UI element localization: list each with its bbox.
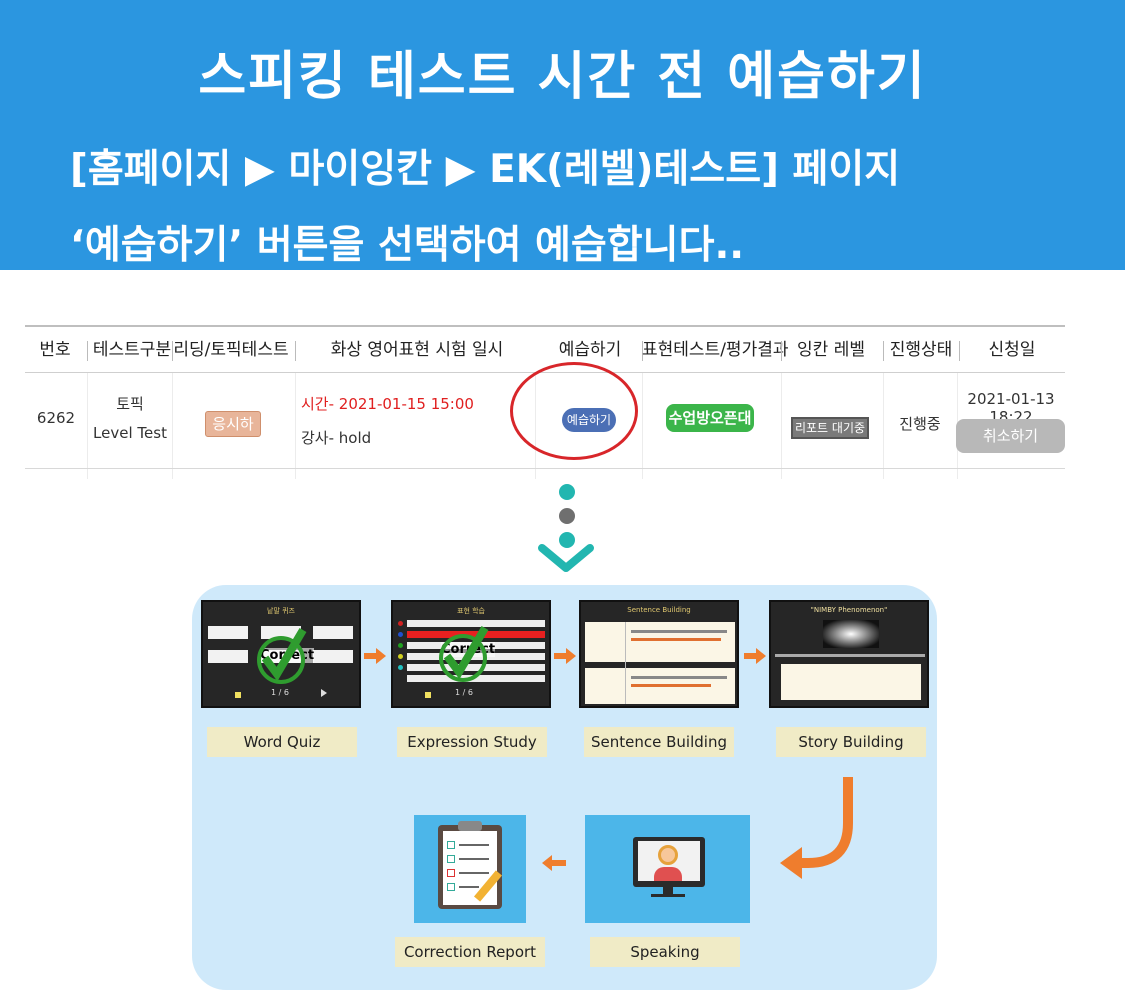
dot-indicator [559,508,575,524]
row-type-level-test: Level Test [93,424,167,442]
col-apply-date: 신청일 [988,340,1036,360]
checkmark-icon [439,625,489,682]
highlight-circle [510,362,638,460]
step-label-correction-report: Correction Report [395,937,545,967]
arrow-right-icon [364,653,378,659]
arrow-left-icon [542,855,552,871]
story-building-screenshot: "NIMBY Phenomenon" [769,600,929,708]
step-label-speaking: Speaking [590,937,740,967]
step-label-expression-study: Expression Study [397,727,547,757]
col-reading-topic: 리딩/토픽테스트 [173,340,289,360]
arrow-right-icon [566,648,576,664]
row-exam-time: 시간- 2021-01-15 15:00 [301,395,474,413]
curved-arrow-icon [780,777,853,879]
col-number: 번호 [39,340,71,360]
row-teacher: 강사- hold [301,429,372,447]
banner-title: 스피킹 테스트 시간 전 예습하기 [198,47,927,107]
col-exam-datetime: 화상 영어표현 시험 일시 [330,340,504,360]
dot-indicator [559,484,575,500]
arrow-right-icon [744,653,758,659]
step-label-sentence-building: Sentence Building [584,727,734,757]
checkmark-icon [257,627,307,684]
cancel-button[interactable]: 취소하기 [956,419,1065,453]
arrow-left-icon [552,860,566,866]
speaking-illustration [585,815,750,923]
report-waiting-button[interactable]: 리포트 대기중 [791,417,869,439]
row-status: 진행중 [899,415,941,433]
word-quiz-page: 1 / 6 [271,688,289,697]
step-label-story-building: Story Building [776,727,926,757]
take-test-button[interactable]: 응시하기 [205,411,261,457]
col-test-type: 테스트구분 [92,340,172,360]
expression-study-screenshot: 표현 학습 Correct 1 / 6 [391,600,551,708]
step-label-word-quiz: Word Quiz [207,727,357,757]
sentence-building-screenshot: Sentence Building [579,600,739,708]
word-quiz-screenshot: 낱말 퀴즈 Correct 1 / 6 [201,600,361,708]
header-banner: 스피킹 테스트 시간 전 예습하기 [홈페이지 ▶ 마이잉칸 ▶ EK(레벨)테… [0,0,1125,270]
arrow-right-icon [376,648,386,664]
row-type-topic: 토픽 [116,395,144,413]
correction-report-illustration [414,815,526,923]
chevron-down-icon [538,544,594,572]
study-flow-panel: 낱말 퀴즈 Correct 1 / 6 표현 학습 Correct [192,585,937,990]
class-room-waiting-button[interactable]: 수업방오픈대기 [666,404,754,455]
banner-instruction: ‘예습하기’ 버튼을 선택하여 예습합니다.. [70,223,745,268]
expression-study-page: 1 / 6 [455,688,473,697]
story-building-title: "NIMBY Phenomenon" [810,606,888,614]
sentence-building-title: Sentence Building [627,606,691,614]
col-preview: 예습하기 [558,340,622,360]
banner-navigation-path: [홈페이지 ▶ 마이잉칸 ▶ EK(레벨)테스트] 페이지 [70,147,901,192]
row-number: 6262 [36,409,76,427]
dot-indicator [559,532,575,548]
arrow-right-icon [554,653,568,659]
arrow-right-icon [756,648,766,664]
col-status: 진행상태 [889,340,953,360]
word-quiz-title: 낱말 퀴즈 [267,607,295,615]
expression-study-title: 표현 학습 [457,607,485,615]
col-expression-result: 표현테스트/평가결과 [642,340,789,360]
table-header: 번호 테스트구분 리딩/토픽테스트 화상 영어표현 시험 일시 예습하기 표현테… [25,325,1065,373]
col-inkan-level: 잉칸 레벨 [797,340,865,360]
